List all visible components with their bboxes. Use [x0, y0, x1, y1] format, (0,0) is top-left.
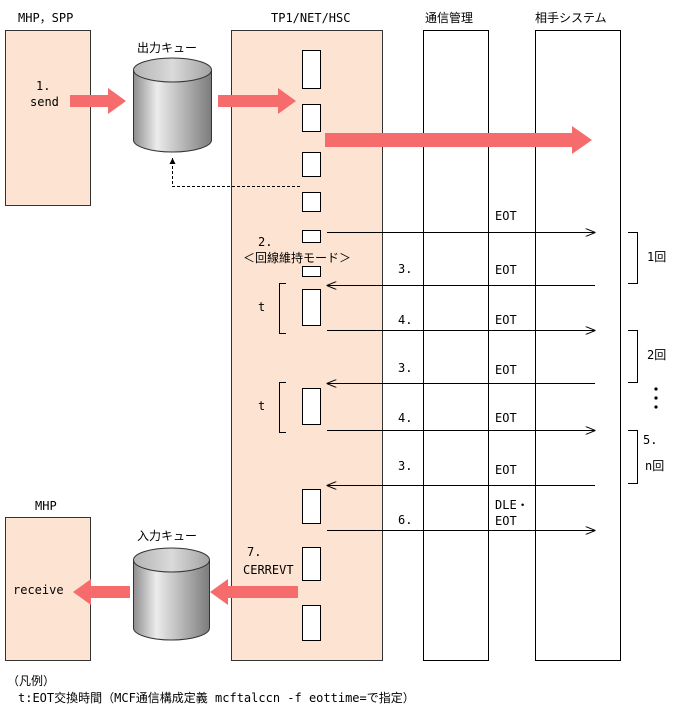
deliver-flow-arrow — [210, 579, 298, 605]
send-label: send — [30, 95, 59, 109]
send-flow-arrow — [70, 88, 126, 114]
message-row: EOT — [327, 209, 595, 233]
message-buffer — [302, 289, 321, 326]
transmit-flow-arrow — [325, 126, 592, 154]
output-queue-label: 出力キュー — [137, 41, 197, 55]
message-buffer — [302, 50, 321, 89]
error-event-step-number: 7. — [247, 545, 261, 559]
line-keep-step-number: 2. — [258, 235, 272, 249]
vertical-ellipsis — [654, 387, 658, 409]
mhp-lane-label: MHP — [35, 499, 57, 513]
message-step-number: 4. — [398, 411, 412, 425]
message-buffer — [302, 605, 321, 641]
message-label: EOT — [495, 313, 517, 327]
message-row: 3. EOT — [327, 262, 595, 286]
message-step-number: 3. — [398, 361, 412, 375]
output-queue-cylinder — [133, 57, 212, 153]
message-buffer — [302, 152, 321, 177]
receive-label: receive — [13, 583, 64, 597]
message-step-number: 6. — [398, 513, 412, 527]
message-label-line: EOT — [495, 514, 517, 528]
repeat-bracket — [628, 232, 638, 284]
message-buffer — [302, 266, 321, 277]
interval-bracket — [279, 283, 286, 334]
legend-title: （凡例） — [7, 674, 55, 688]
message-row: 3. EOT — [327, 361, 595, 384]
interval-bracket — [279, 382, 286, 433]
message-row: 4. EOT — [327, 411, 595, 431]
comm-mgmt-lane-box — [423, 30, 489, 661]
message-row: 3. EOT — [327, 459, 595, 486]
message-label: EOT — [495, 363, 517, 377]
message-buffer — [302, 192, 321, 212]
mhp-lane-box — [5, 517, 91, 661]
mhp-spp-lane-label: MHP，SPP — [18, 11, 73, 25]
legend-text: t:EOT交換時間（MCF通信構成定義 mcftalccn -f eottime… — [18, 690, 415, 705]
message-label: EOT — [495, 411, 517, 425]
error-event-label: CERREVT — [243, 563, 294, 577]
message-label: EOT — [495, 463, 517, 477]
input-queue-label: 入力キュー — [137, 529, 197, 543]
comm-mgmt-lane-label: 通信管理 — [425, 10, 473, 25]
repeat-count-label: 2回 — [647, 348, 666, 362]
line-keep-mode-label: ＜回線維持モード＞ — [243, 250, 351, 265]
enqueue-flow-arrow — [218, 88, 296, 114]
message-label-line: DLE・ — [495, 498, 529, 512]
repeat-step-number: 5. — [643, 433, 657, 447]
partner-system-lane-label: 相手システム — [535, 11, 607, 25]
message-row: 6. DLE・ EOT — [327, 498, 595, 531]
requeue-dashed-arrow — [169, 158, 300, 187]
message-label: EOT — [495, 209, 517, 223]
repeat-bracket — [628, 430, 638, 484]
tp1-net-hsc-lane-label: TP1/NET/HSC — [271, 11, 350, 25]
send-step-number: 1. — [36, 79, 50, 93]
message-step-number: 3. — [398, 262, 412, 276]
message-buffer — [302, 104, 321, 132]
message-row: 4. EOT — [327, 313, 595, 331]
message-buffer — [302, 388, 321, 425]
message-buffer — [302, 230, 321, 243]
repeat-bracket — [628, 330, 638, 383]
message-step-number: 3. — [398, 459, 412, 473]
interval-label: t — [258, 300, 265, 314]
repeat-count-label: 1回 — [647, 250, 666, 264]
receive-flow-arrow — [73, 579, 130, 605]
message-label: EOT — [495, 263, 517, 277]
input-queue-cylinder — [133, 547, 210, 641]
repeat-count-label: n回 — [645, 459, 664, 473]
message-step-number: 4. — [398, 313, 412, 327]
partner-system-lane-box — [535, 30, 621, 661]
interval-label: t — [258, 399, 265, 413]
message-buffer — [302, 489, 321, 524]
message-buffer — [302, 547, 321, 581]
mhp-spp-lane-box — [5, 30, 91, 206]
